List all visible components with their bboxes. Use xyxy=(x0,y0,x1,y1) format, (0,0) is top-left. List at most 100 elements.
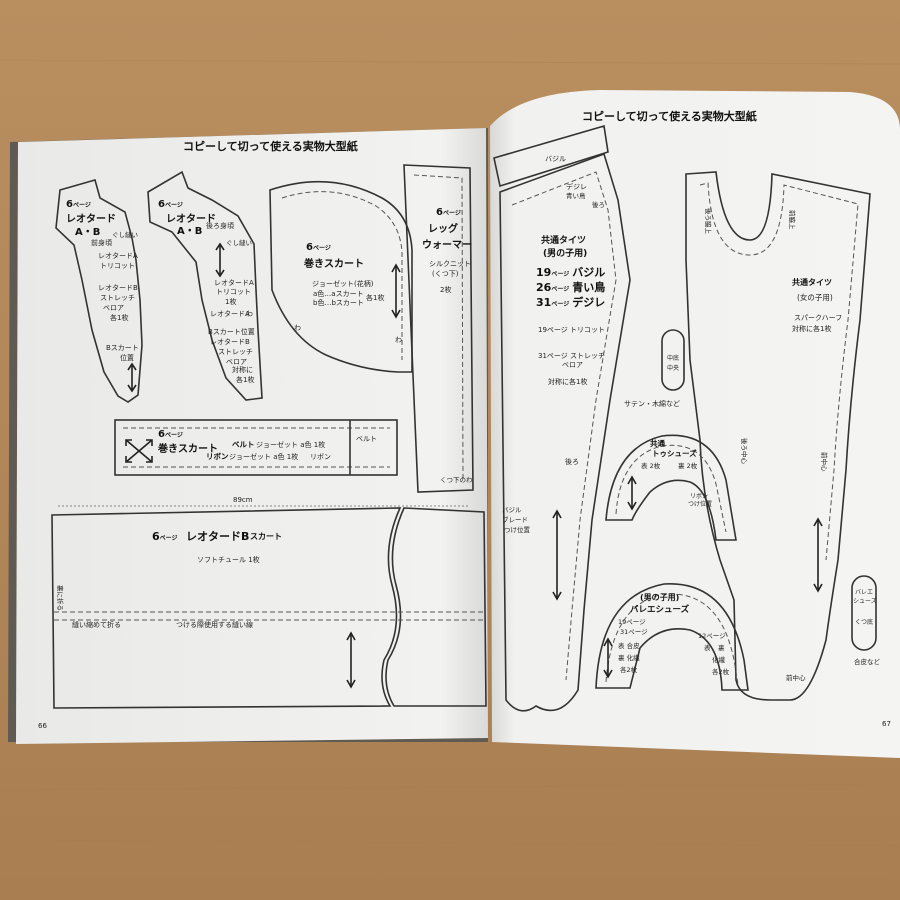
left-page-header: コピーして切って使える実物大型紙 xyxy=(183,139,358,153)
leotard-back-note-2: 1枚 xyxy=(225,297,236,306)
leotard-b-skirt-grain-arrow xyxy=(346,631,356,689)
leg-warmer-material2: (くつ下) xyxy=(432,270,459,278)
leotard-b-skirt-piece xyxy=(51,507,402,709)
sole-right-label4: 合皮など xyxy=(854,657,881,666)
ballet-shoes-line2: 31ページ xyxy=(620,628,648,636)
leotard-back-label: 後ろ身頃 xyxy=(206,221,234,230)
wrap-skirt-seam xyxy=(281,191,403,360)
tights-boy-row-0: 19ページバジル xyxy=(536,266,605,279)
sole-right-piece xyxy=(851,575,877,651)
tights-girl-front-center: 前中心 xyxy=(820,452,829,472)
basil-strip-label: バジル xyxy=(545,155,566,163)
ballet-shoes-line1: 19ページ xyxy=(618,618,646,626)
leotard-back-note-9: 対称に xyxy=(232,365,253,374)
leotard-b-skirt-title-suffix: スカート xyxy=(250,532,282,541)
toe-shoes-count: 表 2枚 xyxy=(641,461,661,470)
leotard-back-note-8: ベロア xyxy=(226,358,247,366)
wrap-skirt-fold1: わ xyxy=(294,324,301,332)
ballet-shoes-right2: 表 xyxy=(704,643,711,652)
tights-boy-back-top: 後ろ xyxy=(592,200,605,209)
leotard-front-note-5: 各1枚 xyxy=(110,313,128,322)
wrap-skirt-title: 巻きスカート xyxy=(303,257,364,270)
tights-boy-dejire: デジレ xyxy=(566,182,587,191)
tights-boy-count: 対称に各1枚 xyxy=(548,377,587,386)
leotard-back-note-7: ストレッチ xyxy=(218,348,253,356)
right-page-header: コピーして切って使える実物大型紙 xyxy=(582,109,757,123)
leotard-b-skirt-title: レオタードB xyxy=(186,530,249,543)
toe-shoes-title: 共通 xyxy=(650,438,665,448)
leotard-front-note-0: レオタードA xyxy=(98,251,138,260)
wrap-skirt-fold2: わ xyxy=(395,336,402,344)
leotard-front-title2: A・B xyxy=(75,227,100,238)
sole-small-label2: 中央 xyxy=(667,364,679,372)
tights-boy-subtitle: (男の子用) xyxy=(543,248,587,259)
toe-shoes-ribbon2: つけ位置 xyxy=(688,500,712,508)
sole-right-label1: バレエ xyxy=(855,589,873,596)
ballet-shoes-title2: バレエシューズ xyxy=(630,604,690,615)
tights-girl-back-center: 後ろ中心 xyxy=(740,438,749,465)
wrap-skirt-page: 6ページ xyxy=(306,242,331,253)
ballet-shoes-right4: 化繊 xyxy=(712,655,726,664)
ballet-shoes-line3: 表 合皮 xyxy=(618,641,640,650)
satin-label: サテン・木綿など xyxy=(624,399,680,408)
wrap-skirt-material: ジョーゼット(花柄) xyxy=(312,279,374,288)
leotard-front-piece xyxy=(55,179,143,403)
tights-girl-title: 共通タイツ xyxy=(792,277,832,287)
leotard-b-skirt-sew2: つける際使用する縫い線 xyxy=(176,620,253,629)
belt-detail: ジョーゼット a色 1枚 xyxy=(256,440,325,449)
tights-boy-material2: 31ページ ストレッチ xyxy=(538,352,605,360)
ballet-shoes-right1: 12ページ xyxy=(698,632,726,640)
leotard-front-grain-arrow xyxy=(127,362,137,393)
sole-small-piece xyxy=(661,329,685,391)
leotard-back-note-3: レオタードA xyxy=(210,309,250,318)
toe-shoes-ribbon: リボン xyxy=(690,492,708,500)
belt-tail: ベルト xyxy=(356,435,377,443)
ballet-shoes-piece xyxy=(595,583,749,691)
tights-girl-back-top: 後ろ脇上 xyxy=(704,208,713,235)
tights-boy-blade2: ブレード xyxy=(502,515,528,524)
leotard-back-note-0: レオタードA xyxy=(214,278,254,287)
toe-shoes-piece xyxy=(605,434,737,541)
tights-boy-back: 後ろ xyxy=(565,457,579,466)
leotard-b-skirt-sew1: 縫い縮めて折る xyxy=(72,620,121,629)
wrap-skirt-piece xyxy=(269,180,413,373)
leotard-front-title: レオタード xyxy=(66,213,116,225)
leg-warmer-page: 6ページ xyxy=(436,207,461,218)
tights-boy-blade1: バジル xyxy=(502,506,522,514)
tights-boy-piece xyxy=(499,152,631,712)
tights-boy-grain-arrow xyxy=(552,509,562,601)
leotard-back-title2: A・B xyxy=(177,226,202,237)
ribbon-label: リボン xyxy=(206,451,229,461)
left-page-number: 66 xyxy=(38,722,47,730)
leotard-front-note-3: ストレッチ xyxy=(100,294,135,302)
wrap-skirt-line-b: b色…bスカート xyxy=(313,298,364,307)
sole-right-label2: シューズ xyxy=(853,597,877,605)
leg-warmer-material: シルクニット xyxy=(429,260,471,268)
leotard-front-note-1: トリコット xyxy=(100,262,135,270)
belt-page: 6ページ xyxy=(158,429,183,440)
leotard-back-grain-arrow xyxy=(215,242,225,278)
tights-girl-count: 対称に各1枚 xyxy=(792,324,831,333)
ballet-shoes-line5: 各2枚 xyxy=(620,665,638,674)
sole-right-label3: くつ底 xyxy=(855,618,873,626)
leg-warmer-piece xyxy=(403,164,474,493)
tights-boy-blade3: つけ位置 xyxy=(504,525,531,534)
tights-girl-front-center2: 前中心 xyxy=(786,673,806,682)
basil-strip-piece xyxy=(493,124,609,188)
leotard-back-title: レオタード xyxy=(166,213,216,225)
right-page xyxy=(490,90,900,758)
belt-label: ベルト xyxy=(232,440,255,449)
leg-warmer-seam xyxy=(413,174,464,481)
leotard-b-skirt-extension xyxy=(385,507,487,707)
leotard-front-gather: ぐし縫い xyxy=(112,230,138,239)
leotard-front-label: 前身頃 xyxy=(91,238,112,247)
wrap-skirt-grain-arrow xyxy=(391,263,401,319)
leotard-b-skirt-material: ソフトチュール 1枚 xyxy=(197,555,260,564)
toe-shoes-grain-arrow xyxy=(627,475,637,511)
ballet-shoes-title: (男の子用) xyxy=(640,593,679,602)
ballet-shoes-grain-arrow xyxy=(603,637,613,679)
leotard-back-gather: ぐし縫い xyxy=(226,238,252,247)
tights-girl-piece xyxy=(685,171,871,701)
belt-title: 巻きスカート xyxy=(157,442,218,455)
